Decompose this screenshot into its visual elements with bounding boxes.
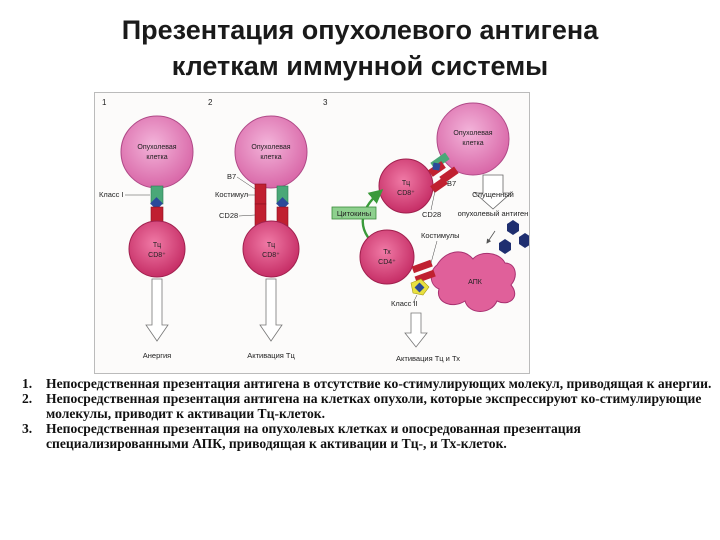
shed-antigen-arrow	[473, 174, 513, 210]
panel-3: Опухолевая клетка Тц CD8⁺ B7 CD28 Слущен…	[331, 102, 529, 363]
tumor-cell-2	[234, 115, 308, 189]
tumor-cell-3	[436, 102, 510, 176]
tumor-cell-3-label-a: Опухолевая	[453, 130, 492, 137]
outcome-arrow-1	[145, 278, 169, 342]
label-class2: Класс II	[391, 299, 418, 308]
apc-label: АПК	[468, 279, 483, 286]
panel-number-3: 3	[323, 98, 328, 107]
explanation-list: 1. Непосредственная презентация антигена…	[22, 376, 712, 451]
antigen-hex-1	[507, 220, 519, 235]
panel-2: Опухолевая клетка B7 Костимул CD28 Тц CD…	[215, 115, 308, 360]
th-cell-3-label-b: CD4⁺	[378, 259, 396, 266]
cd28-3	[430, 177, 448, 193]
panel-1: Опухолевая клетка Класс I Тц CD8⁺ Анерги…	[99, 115, 194, 360]
list-item: 3. Непосредственная презентация на опухо…	[22, 421, 712, 451]
panel-number-1: 1	[102, 98, 107, 107]
b7-2	[254, 183, 267, 205]
tumor-cell-1-label-b: клетка	[146, 154, 167, 161]
outcome-2: Активация Тц	[247, 351, 295, 360]
outcome-3: Активация Тц и Тх	[396, 354, 460, 363]
tumor-cell-1-label-a: Опухолевая	[137, 144, 176, 151]
label-b7-2: B7	[227, 172, 236, 181]
label-cd28-3: CD28	[422, 210, 441, 219]
th-cell-3	[359, 229, 415, 285]
slide-title-line1: Презентация опухолевого антигена	[121, 15, 599, 45]
label-cd28-2: CD28	[219, 211, 238, 220]
outcome-1: Анергия	[143, 351, 171, 360]
antigen-3	[432, 162, 441, 171]
tc-cell-2-label-a: Тц	[267, 242, 275, 249]
list-item-number: 3.	[22, 421, 33, 436]
outcome-arrow-3	[404, 312, 428, 348]
antigen-hex-3	[499, 239, 511, 254]
label-cytokines: Цитокины	[337, 209, 371, 218]
tumor-cell-2-label-a: Опухолевая	[251, 144, 290, 151]
label-costimul: Костимул	[215, 190, 248, 199]
list-item-text: Непосредственная презентация антигена на…	[46, 391, 702, 421]
tc-cell-2-label-b: CD8⁺	[262, 252, 280, 259]
tc-cell-1-label-b: CD8⁺	[148, 252, 166, 259]
slide-title-line2: клеткам иммунной системы	[171, 51, 549, 81]
label-shed-antigen-a: Слущенный	[472, 190, 514, 199]
antigen-2	[276, 197, 289, 210]
list-item-number: 1.	[22, 376, 33, 391]
tc-cell-1-label-a: Тц	[153, 242, 161, 249]
label-shed-antigen-b: опухолевый антиген	[458, 209, 529, 218]
tc-cell-1	[128, 220, 186, 278]
apc-cell	[430, 251, 516, 312]
antigen-1	[150, 197, 163, 210]
panel-number-2: 2	[208, 98, 213, 107]
list-item: 1. Непосредственная презентация антигена…	[22, 376, 712, 391]
list-item: 2. Непосредственная презентация антигена…	[22, 391, 712, 421]
tc-cell-3-label-a: Тц	[402, 180, 410, 187]
tumor-cell-3-label-b: клетка	[462, 140, 483, 147]
antigen-presentation-figure: 1 2 3 Опухолевая клетка Класс I Тц CD8⁺ …	[94, 92, 530, 374]
label-costimuls: Костимулы	[421, 231, 460, 240]
tc-cell-3-label-b: CD8⁺	[397, 190, 415, 197]
th-cell-3-label-a: Тх	[383, 249, 391, 256]
tumor-cell-2-label-b: клетка	[260, 154, 281, 161]
outcome-arrow-2	[259, 278, 283, 342]
label-b7-3: B7	[447, 179, 456, 188]
list-item-text: Непосредственная презентация на опухолев…	[46, 421, 581, 451]
costimul-3a	[411, 259, 433, 274]
tumor-cell-1	[120, 115, 194, 189]
cytokines-box	[331, 206, 377, 220]
antigen-hex-2	[519, 233, 529, 248]
tc-cell-2	[242, 220, 300, 278]
list-item-text: Непосредственная презентация антигена в …	[46, 376, 712, 391]
label-class1: Класс I	[99, 190, 124, 199]
list-item-number: 2.	[22, 391, 33, 406]
